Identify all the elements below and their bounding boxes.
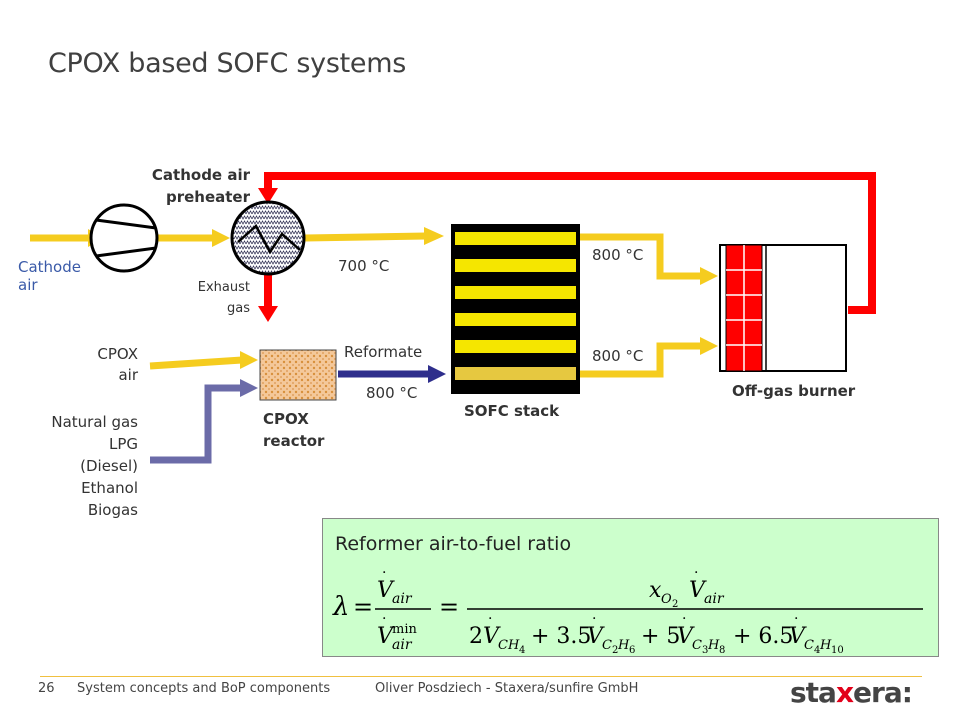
- off-gas-burner-block: [719, 244, 847, 372]
- temp-700-label: 700 °C: [338, 257, 390, 275]
- svg-text:2: 2: [612, 645, 618, 653]
- svg-text:V: V: [377, 578, 395, 603]
- svg-text:air: air: [392, 591, 413, 607]
- sofc-stack-block: [451, 224, 580, 394]
- formula-box: Reformer air-to-fuel ratio λ = V · air V…: [322, 518, 939, 657]
- cpox-reactor-block: [259, 349, 337, 401]
- formula-caption: Reformer air-to-fuel ratio: [335, 533, 572, 555]
- cathode-air-label: Cathode air: [18, 258, 81, 294]
- svg-text:O: O: [661, 592, 672, 607]
- svg-text:C: C: [602, 638, 612, 653]
- temp-800-top-label: 800 °C: [592, 246, 644, 264]
- svg-text:λ: λ: [332, 592, 349, 622]
- exhaust-recirculation-line: [264, 172, 876, 314]
- page-number: 26: [38, 681, 55, 696]
- svg-text:=: =: [439, 593, 459, 621]
- stack-to-burner-lower-line: [580, 342, 702, 378]
- svg-text:C: C: [804, 638, 814, 653]
- stack-to-burner-upper-arrow: [700, 267, 718, 285]
- svg-text:V: V: [377, 624, 395, 649]
- svg-text:·: ·: [682, 611, 686, 627]
- footer-topic: System concepts and BoP components: [77, 681, 331, 696]
- preheater-to-stack-arrow: [424, 227, 444, 245]
- heat-exchanger-icon: [230, 200, 306, 276]
- svg-text:H: H: [707, 638, 720, 653]
- exhaust-gas-label: Exhaust gas: [197, 280, 250, 316]
- svg-text:air: air: [704, 591, 725, 607]
- exhaust-into-preheater-arrow: [258, 188, 278, 204]
- svg-text:CH: CH: [498, 638, 520, 653]
- svg-text:V: V: [677, 624, 695, 649]
- svg-text:x: x: [649, 578, 662, 603]
- cpox-reactor-label: CPOX reactor: [263, 410, 325, 450]
- footer-divider: [40, 676, 922, 677]
- stack-to-burner-lower-arrow: [700, 337, 718, 355]
- svg-text:=: =: [353, 593, 373, 621]
- compressor-icon: [89, 203, 159, 273]
- compressor-to-preheater-arrow: [212, 229, 230, 247]
- exhaust-out-arrow: [258, 306, 278, 322]
- sofc-stack-label: SOFC stack: [464, 402, 560, 420]
- svg-text:+ 6.5: + 6.5: [733, 624, 793, 649]
- cpox-air-line: [149, 356, 243, 370]
- svg-text:+ 3.5: + 3.5: [531, 624, 591, 649]
- svg-text:·: ·: [382, 565, 386, 581]
- air-fuel-ratio-formula: λ = V · air V · min air = x O 2 V · air …: [332, 565, 923, 653]
- reformate-arrow: [428, 365, 446, 383]
- svg-text:C: C: [692, 638, 702, 653]
- svg-text:H: H: [617, 638, 630, 653]
- reformate-temp-label: 800 °C: [366, 384, 418, 402]
- fuels-label: Natural gas LPG (Diesel) Ethanol Biogas: [51, 413, 138, 519]
- svg-text:10: 10: [831, 645, 844, 653]
- svg-text:3: 3: [702, 645, 708, 653]
- svg-text:·: ·: [488, 611, 492, 627]
- cathode-air-preheater-label: Cathode air preheater: [151, 166, 250, 206]
- svg-text:H: H: [819, 638, 832, 653]
- svg-text:min: min: [392, 622, 417, 637]
- svg-text:4: 4: [814, 645, 820, 653]
- staxera-logo: staxera:: [790, 676, 913, 709]
- svg-text:2: 2: [469, 624, 483, 649]
- svg-text:·: ·: [382, 611, 386, 627]
- svg-text:·: ·: [794, 611, 798, 627]
- temp-800-bottom-label: 800 °C: [592, 347, 644, 365]
- stack-to-burner-upper-line: [580, 233, 702, 280]
- svg-text:air: air: [392, 637, 413, 653]
- svg-text:V: V: [587, 624, 605, 649]
- fuel-arrow: [240, 379, 258, 397]
- svg-text:2: 2: [672, 599, 678, 610]
- svg-text:·: ·: [694, 565, 698, 581]
- footer-author: Oliver Posdziech - Staxera/sunfire GmbH: [375, 681, 639, 696]
- svg-text:·: ·: [592, 611, 596, 627]
- fuel-line: [150, 384, 242, 464]
- svg-text:V: V: [789, 624, 807, 649]
- svg-text:4: 4: [519, 645, 525, 653]
- svg-text:V: V: [689, 578, 707, 603]
- off-gas-burner-label: Off-gas burner: [732, 382, 856, 400]
- cpox-air-label: CPOX air: [97, 345, 138, 384]
- svg-text:8: 8: [719, 645, 725, 653]
- page-title: CPOX based SOFC systems: [48, 48, 406, 79]
- cpox-air-arrow: [240, 351, 258, 369]
- svg-text:+ 5: + 5: [641, 624, 680, 649]
- preheater-to-stack-line: [304, 232, 427, 242]
- reformate-label: Reformate: [344, 343, 423, 361]
- svg-text:6: 6: [629, 645, 635, 653]
- svg-text:V: V: [483, 624, 501, 649]
